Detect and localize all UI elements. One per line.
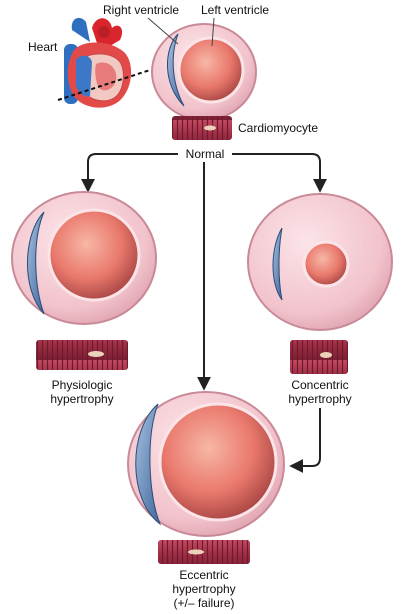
heart-label: Heart	[28, 40, 58, 54]
heart-illustration	[57, 17, 151, 108]
left-ventricle-label: Left ventricle	[201, 3, 270, 17]
left-ventricle-leader	[211, 17, 215, 47]
physiologic-line-2: hypertrophy	[50, 392, 114, 406]
arrow-to-concentric	[232, 153, 327, 193]
arrow-to-physiologic	[81, 153, 178, 193]
right-ventricle-leader	[147, 17, 179, 45]
section-plane-line	[57, 69, 151, 101]
eccentric-line-3: (+/– failure)	[173, 596, 235, 610]
concentric-hypertrophy-label: Concentric hypertrophy	[288, 378, 351, 406]
concentric-ventricle	[247, 193, 393, 331]
normal-cardiomyocyte	[172, 116, 232, 140]
normal-ventricle	[151, 23, 257, 121]
arrow-concentric-to-eccentric	[289, 408, 321, 473]
concentric-line-2: hypertrophy	[288, 392, 352, 406]
normal-label: Normal	[183, 147, 227, 161]
concentric-cardiomyocyte	[290, 340, 348, 374]
physiologic-hypertrophy-label: Physiologic hypertrophy	[50, 378, 113, 406]
eccentric-hypertrophy-label: Eccentric hypertrophy (+/– failure)	[172, 568, 235, 610]
pathway-arrows	[81, 153, 327, 473]
concentric-line-1: Concentric	[291, 378, 349, 392]
physiologic-line-1: Physiologic	[51, 378, 113, 392]
eccentric-ventricle	[127, 391, 285, 537]
physiologic-ventricle	[11, 191, 157, 325]
physiologic-cardiomyocyte	[36, 340, 128, 370]
eccentric-line-1: Eccentric	[179, 568, 229, 582]
right-ventricle-label: Right ventricle	[103, 3, 180, 17]
eccentric-line-2: hypertrophy	[172, 582, 236, 596]
cardiomyocyte-label: Cardiomyocyte	[238, 121, 319, 135]
